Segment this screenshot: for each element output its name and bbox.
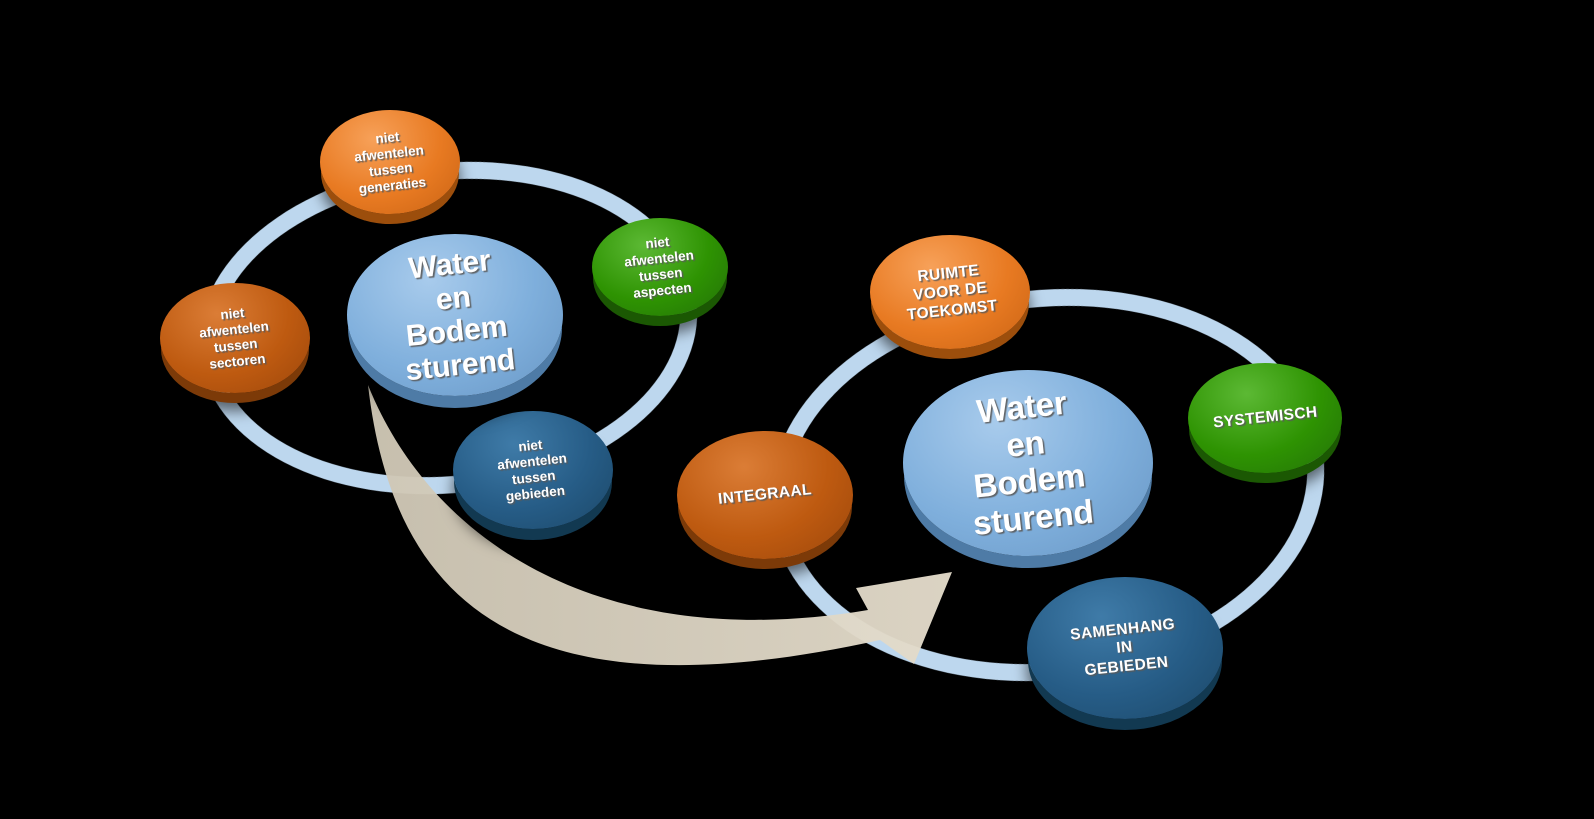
node-samenhang-in-gebieden: SAMENHANG IN GEBIEDEN (1027, 577, 1223, 719)
node-niet-afwentelen-sectoren: niet afwentelen tussen sectoren (160, 283, 310, 393)
left-center-water-en-bodem-sturend: Water en Bodem sturend (347, 234, 563, 396)
node-niet-afwentelen-gebieden: niet afwentelen tussen gebieden (453, 411, 613, 529)
left-center-label: Water en Bodem sturend (403, 243, 517, 387)
node-label-generaties: niet afwentelen tussen generaties (353, 129, 427, 197)
node-systemisch: SYSTEMISCH (1188, 363, 1342, 473)
node-label-samenhang: SAMENHANG IN GEBIEDEN (1069, 615, 1177, 679)
node-niet-afwentelen-aspecten: niet afwentelen tussen aspecten (592, 218, 728, 316)
node-label-aspecten: niet afwentelen tussen aspecten (623, 234, 695, 301)
node-niet-afwentelen-generaties: niet afwentelen tussen generaties (320, 110, 460, 214)
node-label-toekomst: RUIMTE VOOR DE TOEKOMST (905, 261, 998, 323)
node-label-integraal: INTEGRAAL (717, 480, 813, 508)
right-center-label: Water en Bodem sturend (971, 383, 1096, 542)
node-label-systemisch: SYSTEMISCH (1211, 403, 1318, 432)
node-integraal: INTEGRAAL (677, 431, 853, 559)
node-label-sectoren: niet afwentelen tussen sectoren (198, 305, 270, 372)
node-ruimte-voor-de-toekomst: RUIMTE VOOR DE TOEKOMST (870, 235, 1030, 349)
node-label-gebieden: niet afwentelen tussen gebieden (496, 437, 568, 504)
right-center-water-en-bodem-sturend: Water en Bodem sturend (903, 370, 1153, 556)
